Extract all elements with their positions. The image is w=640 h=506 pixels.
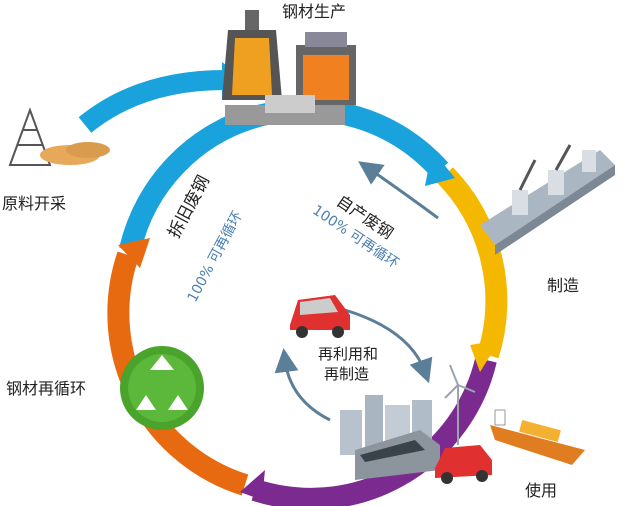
ring-arrowhead-purple: [240, 470, 265, 500]
wind-turbine-icon: [444, 364, 476, 445]
label-steel-production: 钢材生产: [282, 2, 347, 21]
ring-arrowhead-orange: [118, 238, 150, 268]
label-steel-recycling: 钢材再循环: [6, 379, 87, 398]
ship-icon: [490, 409, 585, 465]
ring-yellow-segment: [437, 167, 508, 359]
ring-purple-segment: [251, 357, 497, 506]
train-icon: [355, 430, 440, 480]
ring-arrowhead-blue: [425, 150, 455, 186]
reuse-down-arrow: [344, 308, 433, 384]
recycle-logo-icon: [120, 346, 204, 430]
self-scrap-arrow: [358, 161, 439, 220]
ring-arrowhead-yellow: [470, 340, 500, 372]
car-icon: [290, 295, 350, 338]
label-manufacturing: 制造: [547, 276, 580, 295]
label-reuse-line1: 再利用和: [318, 345, 379, 363]
oil-derrick-icon: [8, 107, 110, 166]
blast-furnace-icon: [222, 10, 356, 125]
label-use: 使用: [525, 481, 558, 500]
label-reuse-line2: 再制造: [324, 365, 370, 383]
car-small-icon: [435, 445, 492, 484]
label-raw-material-mining: 原料开采: [2, 194, 67, 213]
reuse-up-arrow: [274, 348, 331, 422]
mining-feed-arrow: [78, 70, 226, 133]
robot-assembly-line-icon: [480, 144, 615, 255]
